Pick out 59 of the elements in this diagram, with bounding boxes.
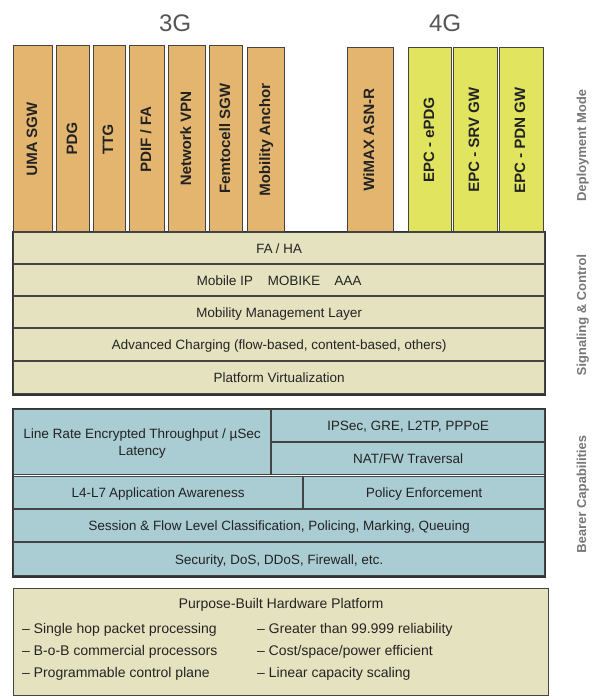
gateway-label: PDIF / FA [136,106,156,172]
layer-label: Platform Virtualization [212,369,346,386]
capability-box [303,476,545,509]
capability-box [271,409,545,442]
gateway-box [408,47,452,232]
section-label: Signaling & Control [574,254,590,376]
layer-label: Mobility Management Layer [195,304,363,320]
capability-box [13,509,545,542]
feature-item: – Cost/space/power efficient [257,641,434,660]
platform-box [13,588,549,696]
feature-item: – Linear capacity scaling [257,663,412,682]
gateway-label: TTG [99,124,118,154]
capability-box [13,542,545,576]
layer-label: NAT/FW Traversal [352,450,464,467]
gateway-box [453,47,498,232]
capability-box [271,442,545,475]
layer-bar [13,361,545,394]
layer-label: Security, DoS, DDoS, Firewall, etc. [174,550,384,568]
section-label: Bearer Capabilities [574,435,590,553]
gateway-label: EPC - PDN GW [511,86,530,192]
section-label: Deployment Mode [574,89,590,201]
gateway-box [247,47,285,232]
gateway-box [209,45,243,232]
gateway-box [56,45,90,232]
gateway-label: Network VPN [176,91,196,186]
capability-box [13,409,271,475]
layer-bar [13,232,545,264]
layer-label: Advanced Charging (flow-based, content-based, others) [110,336,448,353]
layer-bar [13,328,545,361]
feature-item: – B-o-B commercial processors [22,641,218,660]
gateway-box [129,45,165,232]
platform-heading: Purpose-Built Hardware Platform [178,594,384,613]
layer-label: FA / HA [255,240,303,256]
capability-box [13,476,303,509]
layer-bar [13,264,545,296]
feature-item: – Programmable control plane [22,663,211,682]
layer-bar [13,296,545,328]
layer-label: Line Rate Encrypted Throughput / µSec Latency [22,425,262,459]
gateway-label: EPC - ePDG [420,96,439,182]
layer-label: Policy Enforcement [364,484,484,501]
gateway-label: UMA SGW [22,102,42,176]
gateway-box [13,45,53,232]
gateway-box [347,47,394,232]
feature-item: – Greater than 99.999 reliability [257,619,454,638]
layer-label: Session & Flow Level Classification, Policing, Marking, Queuing [87,517,471,534]
gateway-box [168,45,206,232]
gateway-box [93,45,126,232]
gateway-label: Femtocell SGW [216,83,235,194]
layer-label: Mobile IP MOBIKE AAA [196,272,362,288]
generation-label: 3G [158,9,191,39]
gateway-label: Mobility Anchor [256,83,275,196]
gateway-label: PDG [62,122,82,155]
layer-label: L4-L7 Application Awareness [70,484,246,501]
gateway-box [499,47,544,232]
feature-item: – Single hop packet processing [22,619,218,638]
layer-label: IPSec, GRE, L2TP, PPPoE [326,417,490,434]
gateway-label: EPC - SRV GW [465,87,484,192]
generation-label: 4G [428,9,461,39]
gateway-label: WiMAX ASN-R [360,88,380,191]
